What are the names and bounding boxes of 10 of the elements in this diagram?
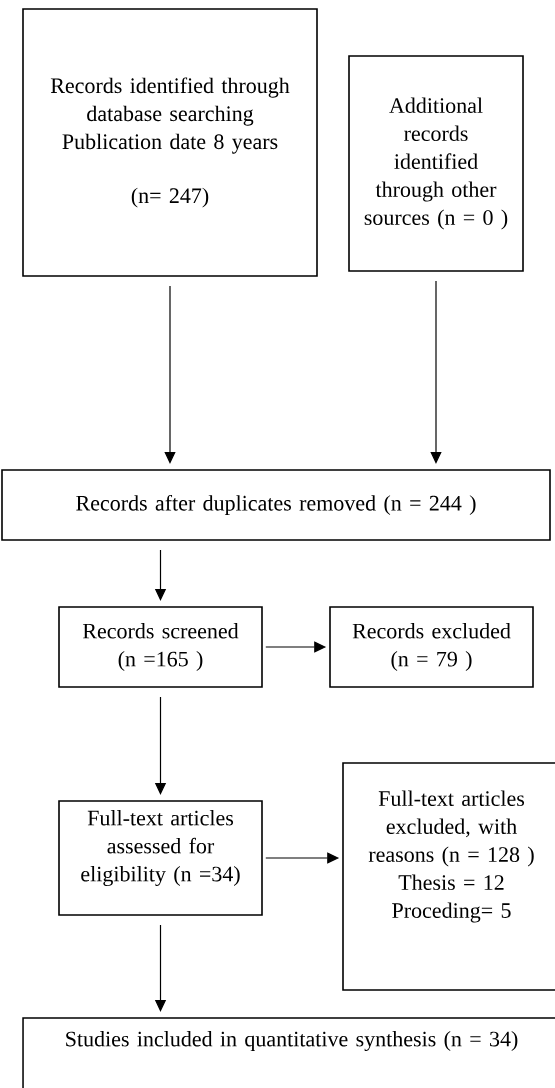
process-box: Records screened (n =165 )	[58, 606, 263, 688]
arrow	[430, 280, 442, 464]
process-box: Additional records identified through other sources (n = 0 )	[348, 55, 524, 272]
process-box: Records identified through database searching Publication date 8 years (n= 247)	[22, 8, 318, 277]
process-box: Records after duplicates removed (n = 244 )	[1, 469, 551, 541]
process-box: Studies included in quantitative synthesis (n = 34)	[22, 1017, 555, 1088]
process-box: Full-text articles excluded, with reasons (n = 128 ) Thesis = 12 Proceding= 5	[342, 762, 555, 991]
process-box: Full-text articles assessed for eligibility (n =34)	[58, 800, 263, 916]
arrow	[164, 285, 176, 464]
process-box: Records excluded (n = 79 )	[329, 606, 534, 688]
